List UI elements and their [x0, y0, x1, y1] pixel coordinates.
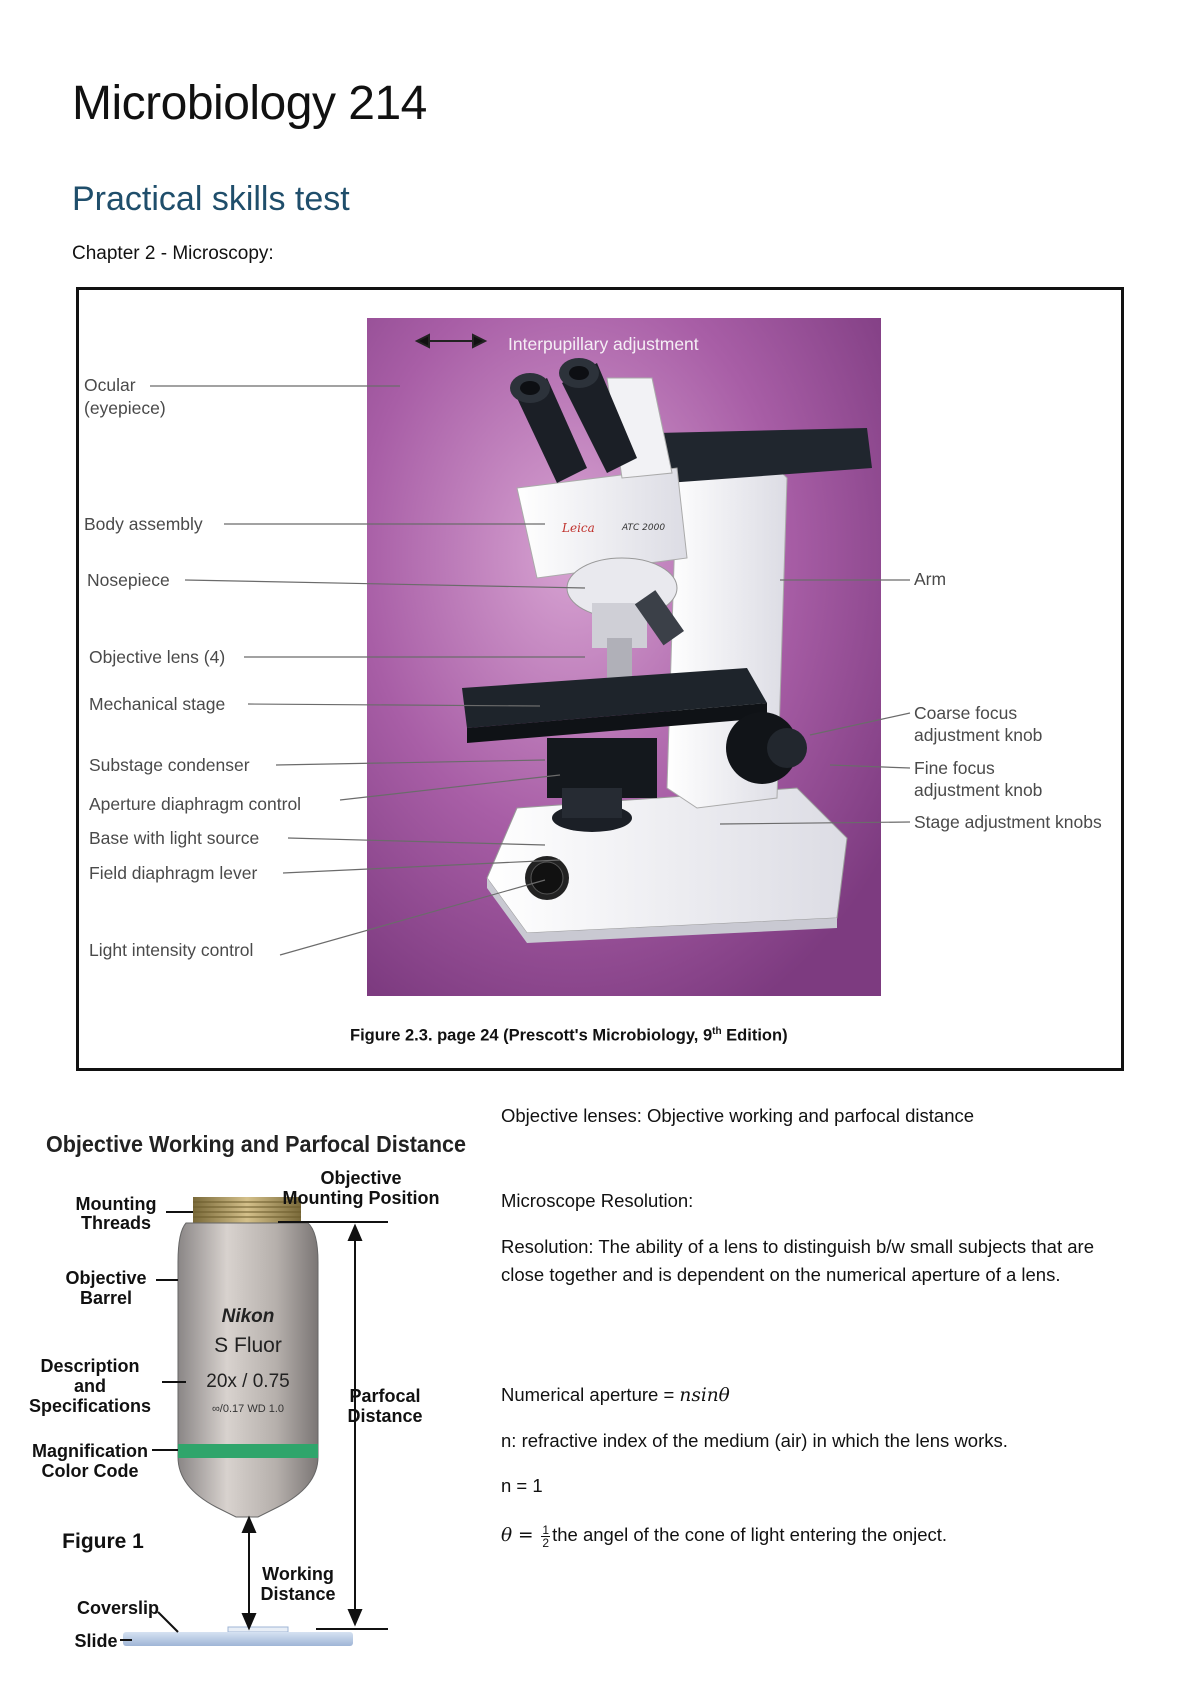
label-magnification: Magnification	[32, 1441, 148, 1461]
note-objective-lenses: Objective lenses: Objective working and …	[501, 1105, 975, 1126]
label-mechanical-stage: Mechanical stage	[89, 694, 226, 714]
label-body-assembly: Body assembly	[84, 514, 203, 534]
lens-brand: Nikon	[222, 1306, 275, 1327]
note-resolution-definition: Resolution: The ability of a lens to dis…	[501, 1236, 1094, 1285]
label-arm: Arm	[914, 569, 947, 589]
label-description: Description	[40, 1356, 139, 1376]
label-ocular-sub: (eyepiece)	[84, 398, 166, 418]
label-mounting-threads-2: Threads	[81, 1213, 151, 1233]
label-coverslip: Coverslip	[77, 1598, 159, 1618]
label-mounting-threads: Mounting	[76, 1194, 157, 1214]
label-description-2: and	[74, 1376, 106, 1396]
brand-logo: Leica	[561, 521, 595, 535]
label-ocular: Ocular	[84, 375, 136, 395]
section-heading: Practical skills test	[72, 180, 350, 218]
label-mounting-position-2: Mounting Position	[283, 1188, 440, 1208]
label-base-light-source: Base with light source	[89, 828, 260, 848]
label-light-intensity: Light intensity control	[89, 940, 254, 960]
note-numerical-aperture: Numerical aperture = nsinθ	[501, 1384, 730, 1406]
lens-magnification: 20x / 0.75	[206, 1371, 289, 1392]
note-n-value: n = 1	[501, 1475, 543, 1496]
label-slide: Slide	[74, 1631, 117, 1651]
note-resolution-heading: Microscope Resolution:	[501, 1190, 694, 1211]
label-aperture-diaphragm: Aperture diaphragm control	[89, 794, 302, 814]
label-description-3: Specifications	[29, 1396, 151, 1416]
label-objective-barrel: Objective	[65, 1268, 146, 1288]
figure1-leader-lines	[150, 385, 911, 956]
label-parfocal-2: Distance	[347, 1406, 422, 1426]
label-field-diaphragm: Field diaphragm lever	[89, 863, 258, 883]
label-interpupillary: Interpupillary adjustment	[508, 334, 699, 354]
lens-type: S Fluor	[214, 1334, 282, 1357]
label-magnification-2: Color Code	[42, 1461, 139, 1481]
label-objective-barrel-2: Barrel	[80, 1288, 132, 1308]
label-coarse-focus: Coarse focus	[914, 703, 1018, 723]
label-working: Working	[262, 1564, 334, 1584]
label-substage-condenser: Substage condenser	[89, 755, 250, 775]
label-coarse-focus-2: adjustment knob	[914, 725, 1043, 745]
label-mounting-position: Objective	[320, 1168, 401, 1188]
label-objective-lens: Objective lens (4)	[89, 647, 226, 667]
objective-lens-diagram: Objective Working and Parfocal Distance …	[29, 1131, 466, 1651]
figure-caption: Figure 2.3. page 24 (Prescott's Microbio…	[350, 1026, 788, 1045]
label-nosepiece: Nosepiece	[87, 570, 170, 590]
label-figure-1: Figure 1	[62, 1530, 144, 1553]
model-label: ATC 2000	[621, 523, 665, 533]
label-parfocal: Parfocal	[349, 1386, 420, 1406]
chapter-label: Chapter 2 - Microscopy:	[72, 243, 274, 264]
fig2-heading: Objective Working and Parfocal Distance	[46, 1131, 466, 1157]
lens-spec: ∞/0.17 WD 1.0	[212, 1403, 284, 1415]
label-working-2: Distance	[260, 1584, 335, 1604]
label-fine-focus: Fine focus	[914, 758, 995, 778]
note-n-definition: n: refractive index of the medium (air) …	[501, 1430, 1008, 1451]
label-stage-knobs: Stage adjustment knobs	[914, 812, 1102, 832]
page-title: Microbiology 214	[72, 77, 427, 130]
label-fine-focus-2: adjustment knob	[914, 780, 1043, 800]
